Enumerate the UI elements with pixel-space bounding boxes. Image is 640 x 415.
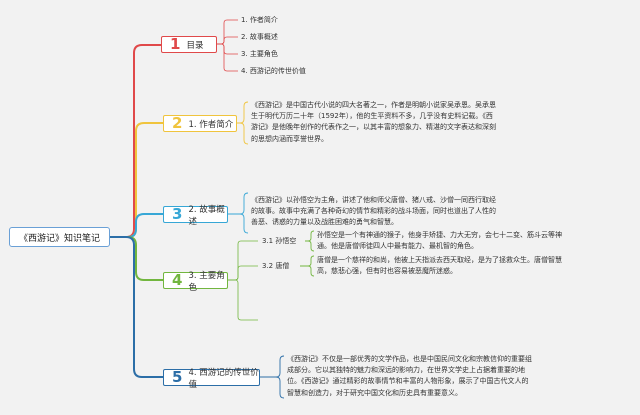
branch-toc[interactable]: 1 目录 [161,36,217,53]
text-line: 唐僧是一个慈祥的和尚，他被上天指派去西天取经，是为了拯救众生。唐僧智慧 [317,256,562,264]
branch-author[interactable]: 2 1. 作者简介 [163,115,237,132]
author-text: 《西游记》是中国古代小说的四大名著之一，作者是明朝小说家吴承恩。吴承恩 生于明代… [251,100,551,145]
toc-item[interactable]: 4. 西游记的传世价值 [241,67,306,75]
connector-root-to-branch-5 [110,236,163,378]
text-line: 善恶、诱惑的力量以及战胜困难的勇气和智慧。 [251,218,398,227]
branch-number: 5 [172,368,183,386]
bracket-author [237,101,249,145]
connector-root-to-branch-4 [110,236,163,281]
value-text: 《西游记》不仅是一部优秀的文学作品，也是中国民间文化和宗教信仰的重要组 成部分。… [287,354,587,399]
character-text: 孙悟空是一个有神通的猴子，他身手矫捷、力大无穷，会七十二变、筋斗云等神 通。他是… [317,230,617,252]
branch-number: 4 [172,271,183,289]
character-label[interactable]: 3.2 唐僧 [262,262,290,270]
branch-number: 2 [172,114,183,132]
text-line: 成部分。它以其独特的魅力和深远的影响力，在世界文学史上占据着重要的地 [287,366,525,375]
bracket-value [260,355,285,399]
character-label[interactable]: 3.1 孙悟空 [262,237,297,245]
connector-root-to-branch-3 [110,213,163,238]
character-connectors [228,240,258,321]
branch-label: 4. 西游记的传世价值 [188,367,259,390]
text-line: 《西游记》不仅是一部优秀的文学作品，也是中国民间文化和宗教信仰的重要组 [287,355,532,363]
branch-label: 目录 [186,40,204,51]
bracket-char-2 [300,255,315,277]
toc-item[interactable]: 2. 故事概述 [241,33,278,41]
toc-item[interactable]: 3. 主要角色 [241,50,278,58]
branch-value[interactable]: 5 4. 西游记的传世价值 [163,368,260,390]
branch-characters[interactable]: 4 3. 主要角色 [163,271,228,293]
branch-story[interactable]: 3 2. 故事概述 [163,205,228,227]
text-line: 位。《西游记》通过精彩的故事情节和丰富的人物形象，展示了中国古代文人的 [287,377,529,386]
toc-item[interactable]: 1. 作者简介 [241,16,278,24]
text-line: 高，慈悲心强，但有时也容易被恶魔所迷惑。 [317,267,457,276]
text-line: 《西游记》以孙悟空为主角，讲述了他和师父唐僧、猪八戒、沙僧一同西行取经 [251,196,496,204]
root-node[interactable]: 《西游记》知识笔记 [9,227,110,247]
bracket-char-1 [305,230,315,252]
branch-label: 2. 故事概述 [188,204,225,227]
character-text: 唐僧是一个慈祥的和尚，他被上天指派去西天取经，是为了拯救众生。唐僧智慧 高，慈悲… [317,255,617,277]
bracket-story [228,192,249,234]
branch-number: 3 [172,205,183,223]
text-line: 《西游记》是中国古代小说的四大名著之一，作者是明朝小说家吴承恩。吴承恩 [251,101,496,109]
text-line: 智慧和创造力，对于研究中国文化和历史具有重要意义。 [287,388,462,397]
branch-label: 1. 作者简介 [188,119,234,130]
story-text: 《西游记》以孙悟空为主角，讲述了他和师父唐僧、猪八戒、沙僧一同西行取经 的故事。… [251,195,551,229]
root-label: 《西游记》知识笔记 [18,233,100,244]
branch-label: 3. 主要角色 [188,270,225,293]
text-line: 生于明代万历二十年（1592年），他的生平资料不多，几乎没有史料记载。《西 [251,112,493,121]
text-line: 孙悟空是一个有神通的猴子，他身手矫捷、力大无穷，会七十二变、筋斗云等神 [317,231,562,239]
text-line: 游记》是他晚年创作的代表作之一，以其丰富的想象力、精湛的文字表达和深刻 [251,123,496,132]
text-line: 的思想内涵而享誉世界。 [251,134,328,143]
toc-connectors [217,19,238,72]
text-line: 的故事。故事中充满了各种奇幻的情节和精彩的战斗场面，同时也道出了人性的 [251,207,496,216]
branch-number: 1 [170,35,181,53]
text-line: 通。他是唐僧师徒四人中最有能力、最机智的角色。 [317,242,478,251]
